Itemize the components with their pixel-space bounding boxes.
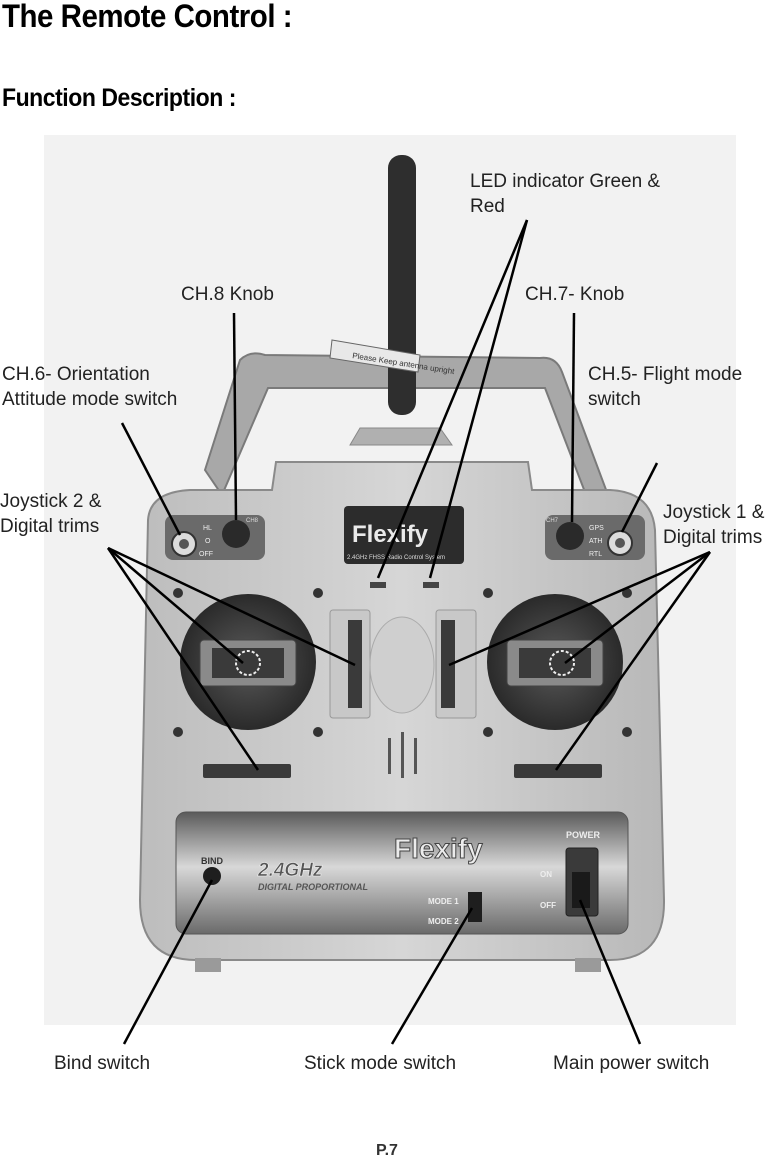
- joystick-2-stick[interactable]: [235, 650, 261, 676]
- joystick-2-label-line2: Digital trims: [0, 516, 100, 537]
- joystick-1-label-line1: Joystick 1 &: [663, 502, 765, 523]
- frequency-label: 2.4GHz: [257, 860, 323, 881]
- panel-brand-logo: Flexify: [394, 833, 483, 864]
- led-indicator-right: [423, 582, 439, 588]
- top-logo-badge: [344, 506, 464, 564]
- ch8-knob[interactable]: [222, 520, 250, 548]
- right-switch-pos-1: GPS: [589, 525, 604, 532]
- stick-mode-switch[interactable]: [468, 892, 482, 922]
- page-title: The Remote Control :: [2, 0, 293, 34]
- stick-mode-switch-label: Stick mode switch: [304, 1053, 457, 1074]
- ch5-switch-label-line2: switch: [588, 389, 641, 410]
- ch7-knob-label: CH.7- Knob: [525, 284, 625, 305]
- bind-text: BIND: [201, 856, 223, 866]
- main-power-switch-label: Main power switch: [553, 1053, 710, 1074]
- bind-switch-label: Bind switch: [54, 1053, 151, 1074]
- page-number: P.7: [376, 1142, 398, 1159]
- joystick-2-label: Joystick 2 & Digital trims: [0, 489, 101, 539]
- led-indicator-label: LED indicator Green & Red: [470, 169, 660, 219]
- left-switch-pos-3: OFF: [199, 551, 213, 558]
- callout-lines: [106, 219, 712, 1045]
- ch5-switch-label: CH.5- Flight mode switch: [588, 362, 742, 412]
- right-switch-pos-2: ATH: [589, 538, 602, 545]
- led-indicator-label-line2: Red: [470, 196, 505, 217]
- main-power-switch[interactable]: [572, 872, 590, 908]
- ch7-knob-text: CH7: [546, 518, 559, 524]
- mode-1-text: MODE 1: [428, 897, 459, 906]
- mode-2-text: MODE 2: [428, 917, 459, 926]
- joystick-1-label-line2: Digital trims: [663, 527, 763, 548]
- left-horizontal-trim[interactable]: [203, 764, 291, 778]
- ch6-switch-label-line2: Attitude mode switch: [2, 389, 178, 410]
- ch6-switch-label: CH.6- Orientation Attitude mode switch: [2, 362, 177, 412]
- top-badge-text: 2.4GHz FHSS Radio Control System: [347, 555, 445, 561]
- led-indicator-label-line1: LED indicator Green &: [470, 171, 661, 192]
- bind-button[interactable]: [203, 867, 221, 885]
- ch6-switch-label-line1: CH.6- Orientation: [2, 364, 150, 385]
- section-subtitle: Function Description :: [2, 84, 236, 112]
- off-text: OFF: [540, 901, 556, 910]
- right-switch-pos-3: RTL: [589, 551, 602, 558]
- led-indicator-left: [370, 582, 386, 588]
- antenna: [388, 155, 416, 415]
- ch7-knob[interactable]: [556, 522, 584, 550]
- power-text: POWER: [566, 830, 601, 840]
- joystick-1-stick[interactable]: [549, 650, 575, 676]
- joystick-1-label: Joystick 1 & Digital trims: [663, 500, 764, 550]
- digital-proportional-label: DIGITAL PROPORTIONAL: [258, 882, 368, 892]
- on-text: ON: [540, 870, 552, 879]
- antenna-tag: [329, 339, 421, 373]
- top-brand-logo: Flexify: [352, 521, 429, 548]
- lower-panel: [175, 811, 629, 935]
- right-vertical-trim[interactable]: [441, 620, 455, 708]
- right-horizontal-trim[interactable]: [514, 764, 602, 778]
- ch5-switch-label-line1: CH.5- Flight mode: [588, 364, 743, 385]
- ch8-knob-label: CH.8 Knob: [181, 284, 274, 305]
- joystick-2-label-line1: Joystick 2 &: [0, 491, 102, 512]
- ch8-knob-text: CH8: [246, 518, 259, 524]
- left-switch-pos-1: HL: [203, 525, 212, 532]
- left-switch-pos-2: O: [205, 538, 211, 545]
